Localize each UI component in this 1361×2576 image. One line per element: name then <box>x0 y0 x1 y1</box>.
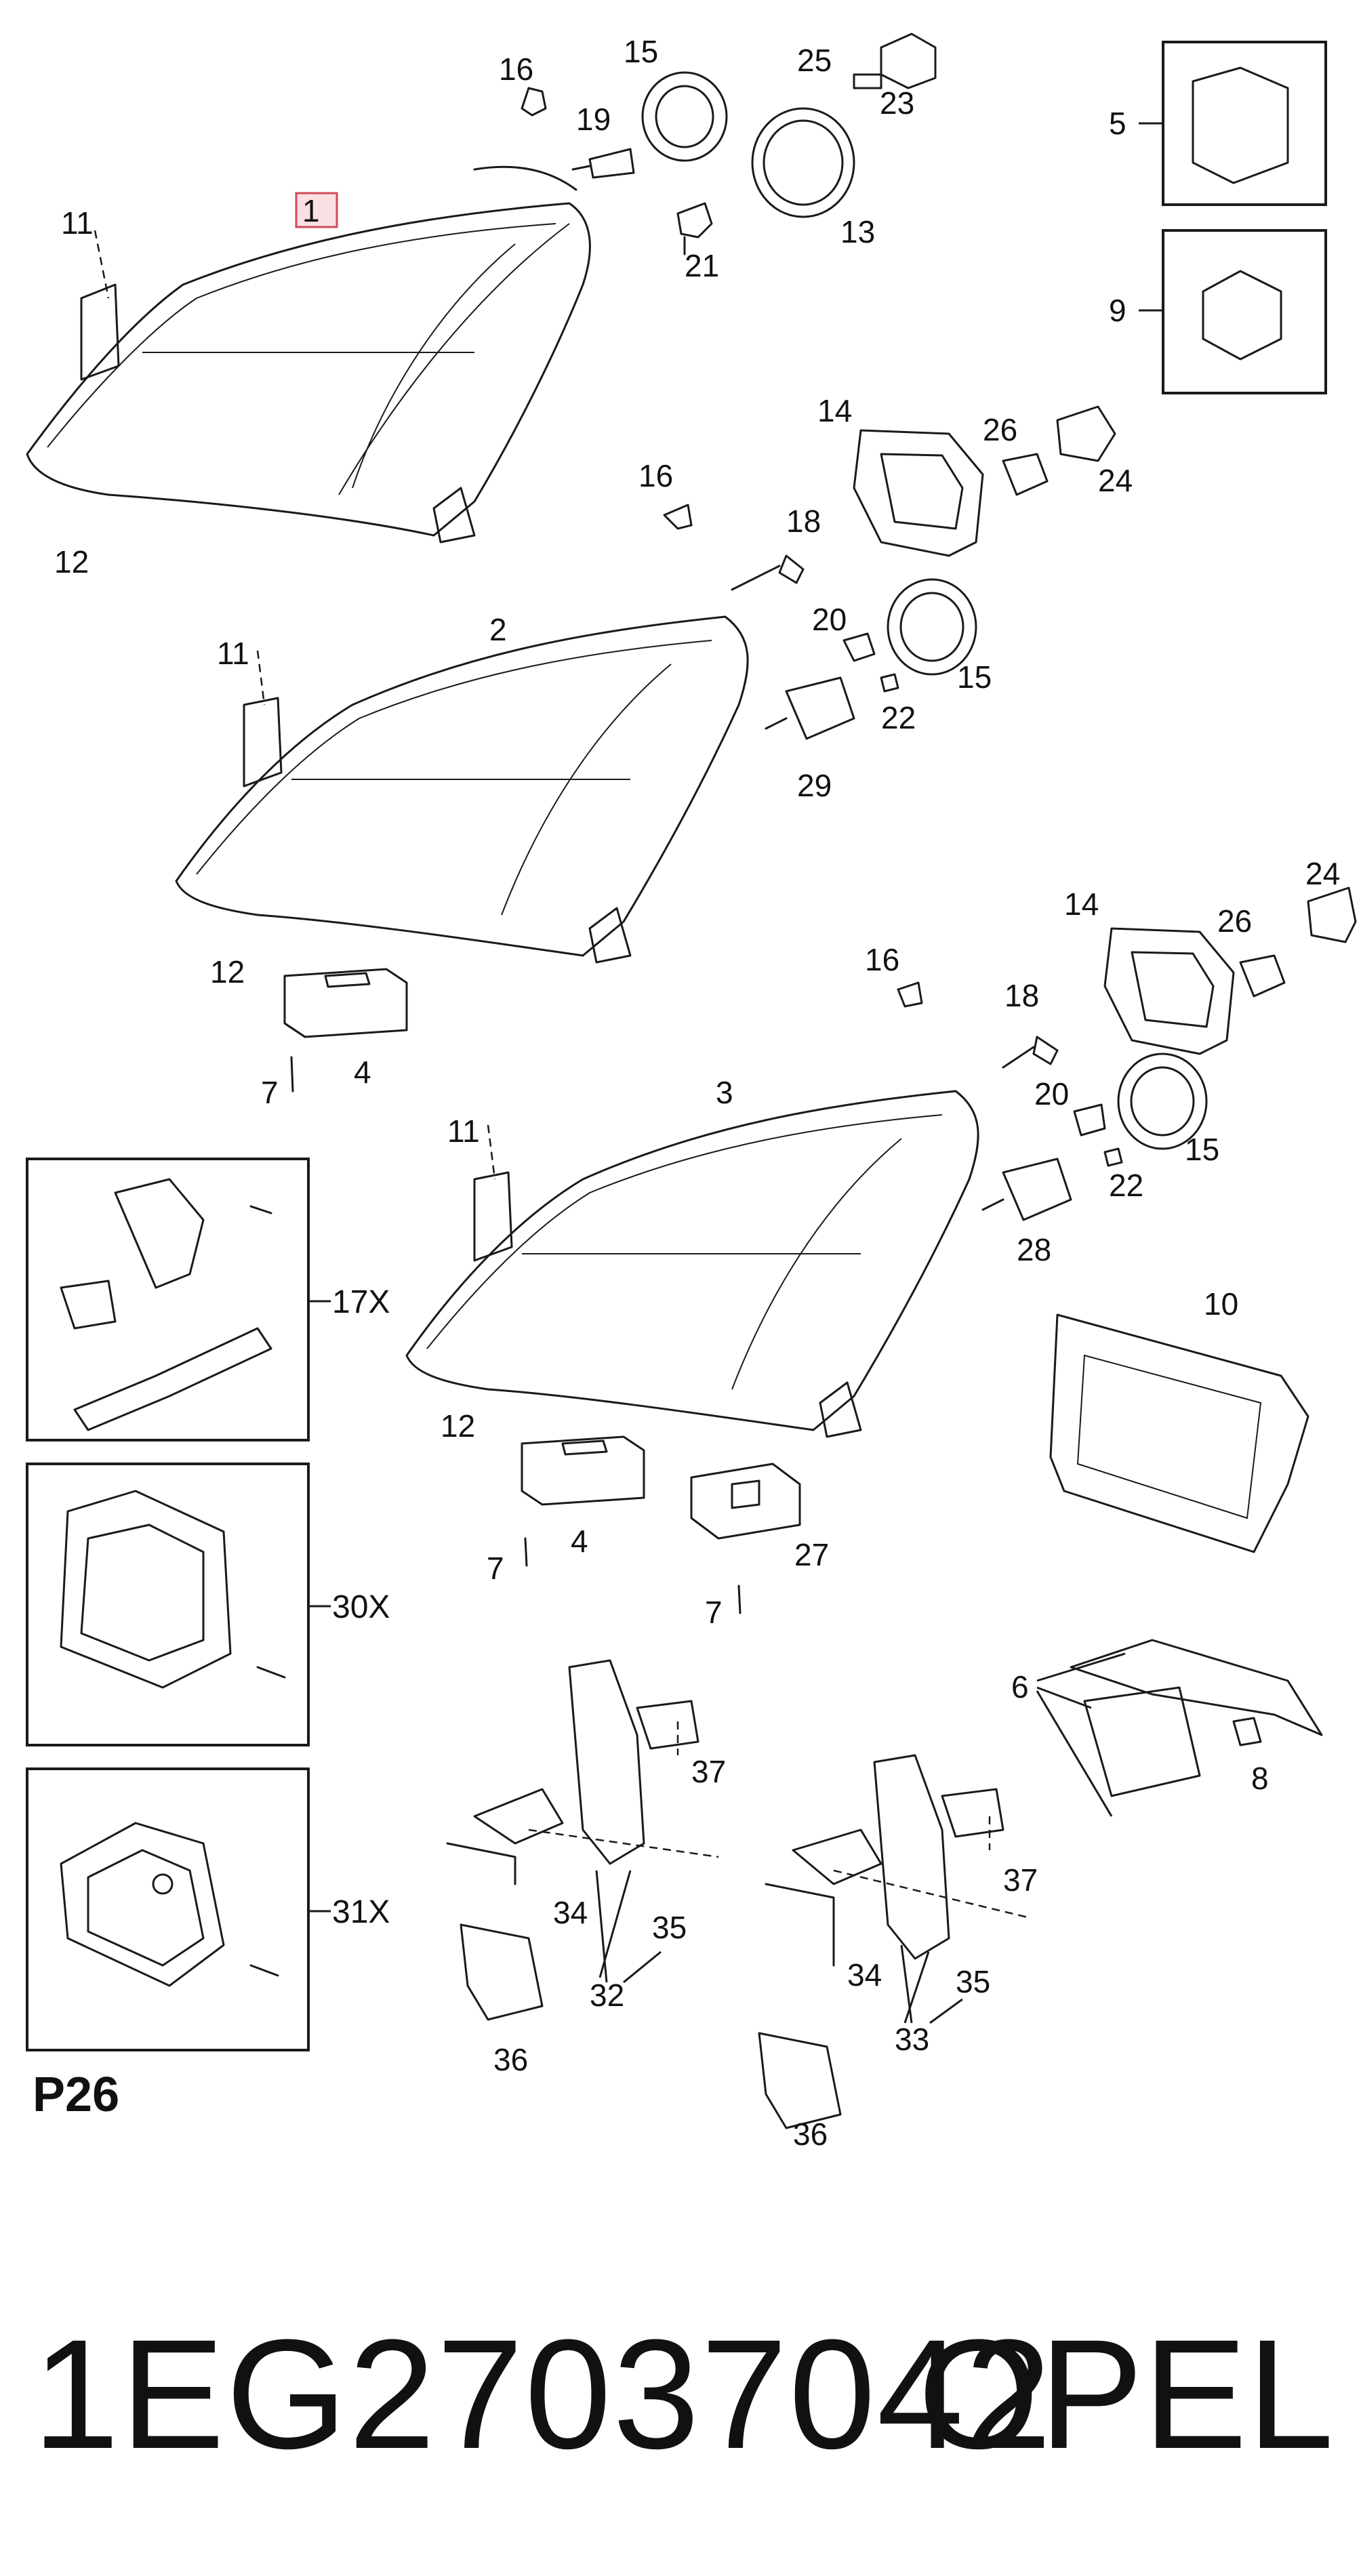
callout-label: 11 <box>217 636 249 671</box>
callout-label: 12 <box>441 1408 475 1444</box>
callout-label: 7 <box>705 1595 723 1630</box>
callout-label: 10 <box>1204 1286 1238 1322</box>
callout-label: 36 <box>793 2117 828 2152</box>
callout-label: 3 <box>716 1075 733 1110</box>
callout-labels: 1 2 3 4 4 5 6 7 7 7 8 9 10 11 11 11 12 1… <box>54 34 1340 2152</box>
bulbs-and-caps-lower <box>897 886 1357 1221</box>
callout-label: 6 <box>1011 1669 1029 1704</box>
inset-label: 31X <box>332 1894 390 1930</box>
page-code: P26 <box>33 2068 120 2122</box>
callout-label: 24 <box>1305 856 1340 891</box>
headlamp-2 <box>175 615 749 964</box>
callout-label: 7 <box>261 1075 279 1110</box>
callout-label: 16 <box>499 52 533 87</box>
bulbs-and-caps-mid <box>663 405 1116 740</box>
callout-label: 15 <box>1185 1132 1219 1167</box>
control-units <box>283 968 1309 1614</box>
callout-label: 21 <box>685 248 719 283</box>
callout-label: 14 <box>817 393 852 428</box>
callout-label: 18 <box>786 504 821 539</box>
inset-17x <box>26 1158 331 1442</box>
callout-label: 23 <box>880 85 914 121</box>
callout-label: 37 <box>691 1754 726 1789</box>
callout-label: 20 <box>812 602 847 637</box>
callout-label: 29 <box>797 768 832 803</box>
callout-label: 13 <box>840 214 875 249</box>
callout-label: 4 <box>354 1055 371 1090</box>
callout-label: 24 <box>1098 463 1133 498</box>
inset-label: 30X <box>332 1589 390 1625</box>
callout-label: 22 <box>881 700 916 735</box>
callout-label: 20 <box>1034 1076 1069 1111</box>
callout-label: 7 <box>487 1551 504 1586</box>
callout-label: 32 <box>590 1978 624 2013</box>
callout-label: 26 <box>983 412 1017 447</box>
callout-label: 11 <box>447 1113 480 1149</box>
headlamp-3 <box>405 1090 979 1438</box>
brand-name: OPEL <box>918 2307 1334 2481</box>
callout-label: 12 <box>210 954 245 989</box>
leader-lines <box>595 1652 1126 2024</box>
callout-label: 1 <box>302 193 320 228</box>
callout-label: 36 <box>493 2042 528 2077</box>
callout-label: 12 <box>54 544 89 579</box>
callout-label: 2 <box>489 612 507 647</box>
callout-label: 5 <box>1109 106 1126 141</box>
callout-label: 18 <box>1004 978 1039 1013</box>
inset-30x <box>26 1463 331 1746</box>
callout-label: 34 <box>553 1895 588 1930</box>
assembly-lines <box>94 230 1031 1919</box>
highlight-box <box>295 192 338 228</box>
callout-label: 35 <box>956 1964 990 1999</box>
inset-5 <box>1162 41 1327 206</box>
callout-label: 28 <box>1017 1232 1051 1267</box>
callout-label: 11 <box>61 205 94 241</box>
inset-31x <box>26 1767 331 2051</box>
callout-label: 37 <box>1003 1862 1038 1898</box>
callout-label: 35 <box>652 1910 687 1945</box>
callout-label: 22 <box>1109 1168 1143 1203</box>
callout-label: 9 <box>1109 293 1126 328</box>
callout-label: 25 <box>797 43 832 78</box>
callout-label: 34 <box>847 1957 882 1992</box>
callout-label: 15 <box>957 659 992 695</box>
callout-label: 8 <box>1251 1761 1269 1796</box>
bulbs-and-caps-top <box>521 33 1327 394</box>
level-sensors <box>446 1639 1323 2129</box>
callout-label: 16 <box>638 458 673 493</box>
callout-label: 26 <box>1217 903 1252 939</box>
headlamp-1 <box>26 165 591 544</box>
part-number: 1EG27037042 <box>33 2307 1053 2481</box>
callout-label: 16 <box>865 942 899 977</box>
inset-label: 17X <box>332 1284 390 1320</box>
inset-9 <box>1162 229 1327 394</box>
callout-label: 19 <box>576 102 611 137</box>
callout-label: 33 <box>895 2022 929 2057</box>
callout-label: 15 <box>624 34 658 69</box>
callout-label: 27 <box>794 1537 829 1572</box>
callout-label: 4 <box>571 1524 588 1559</box>
callout-label: 14 <box>1064 886 1099 922</box>
